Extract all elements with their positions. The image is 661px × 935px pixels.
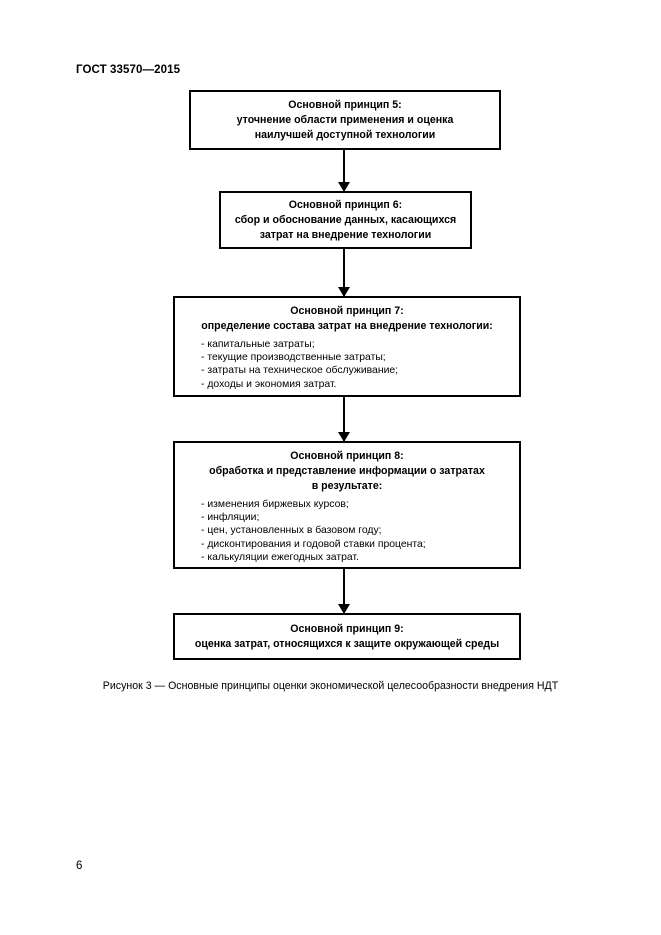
flow-arrow-8-9 bbox=[338, 569, 350, 614]
principle-7-item-3: затраты на техническое обслуживание; bbox=[201, 364, 519, 377]
principle-6-line-2: затрат на внедрение технологии bbox=[259, 229, 432, 241]
principle-7-item-4: доходы и экономия затрат. bbox=[201, 378, 519, 391]
principle-8-item-1: изменения биржевых курсов; bbox=[201, 498, 519, 511]
figure-caption: Рисунок 3 — Основные принципы оценки эко… bbox=[102, 680, 559, 692]
principle-7-line-1: определение состава затрат на внедрение … bbox=[201, 320, 493, 332]
principle-8-item-3: цен, установленных в базовом году; bbox=[201, 524, 519, 537]
principle-6-box: Основной принцип 6: сбор и обоснование д… bbox=[219, 191, 472, 249]
principle-7-list: капитальные затраты; текущие производств… bbox=[175, 338, 519, 391]
principle-7-item-2: текущие производственные затраты; bbox=[201, 351, 519, 364]
flow-arrow-6-7 bbox=[338, 249, 350, 297]
principle-7-item-1: капитальные затраты; bbox=[201, 338, 519, 351]
principle-8-item-2: инфляции; bbox=[201, 511, 519, 524]
principle-8-line-1: обработка и представление информации о з… bbox=[209, 465, 485, 477]
principle-5-line-2: наилучшей доступной технологии bbox=[254, 129, 436, 141]
principle-8-box: Основной принцип 8: обработка и представ… bbox=[173, 441, 521, 569]
principle-5-box: Основной принцип 5: уточнение области пр… bbox=[189, 90, 501, 150]
principle-8-item-4: дисконтирования и годовой ставки процент… bbox=[201, 538, 519, 551]
document-header: ГОСТ 33570—2015 bbox=[76, 64, 181, 76]
principle-8-title: Основной принцип 8: bbox=[290, 450, 404, 462]
flow-arrow-5-6 bbox=[338, 150, 350, 192]
principle-8-item-5: калькуляции ежегодных затрат. bbox=[201, 551, 519, 564]
principle-9-title: Основной принцип 9: bbox=[290, 623, 404, 635]
principle-9-line-1: оценка затрат, относящихся к защите окру… bbox=[194, 638, 500, 650]
principle-5-title: Основной принцип 5: bbox=[288, 99, 402, 111]
principle-6-line-1: сбор и обоснование данных, касающихся bbox=[234, 214, 457, 226]
principle-6-title: Основной принцип 6: bbox=[288, 199, 403, 211]
page-number: 6 bbox=[76, 860, 83, 872]
flow-arrow-7-8 bbox=[338, 397, 350, 442]
principle-8-list: изменения биржевых курсов; инфляции; цен… bbox=[175, 498, 519, 564]
principle-7-box: Основной принцип 7: определение состава … bbox=[173, 296, 521, 397]
principle-5-line-1: уточнение области применения и оценка bbox=[236, 114, 454, 126]
principle-8-line-2: в результате: bbox=[311, 480, 383, 492]
principle-7-title: Основной принцип 7: bbox=[290, 305, 404, 317]
principle-9-box: Основной принцип 9: оценка затрат, относ… bbox=[173, 613, 521, 660]
